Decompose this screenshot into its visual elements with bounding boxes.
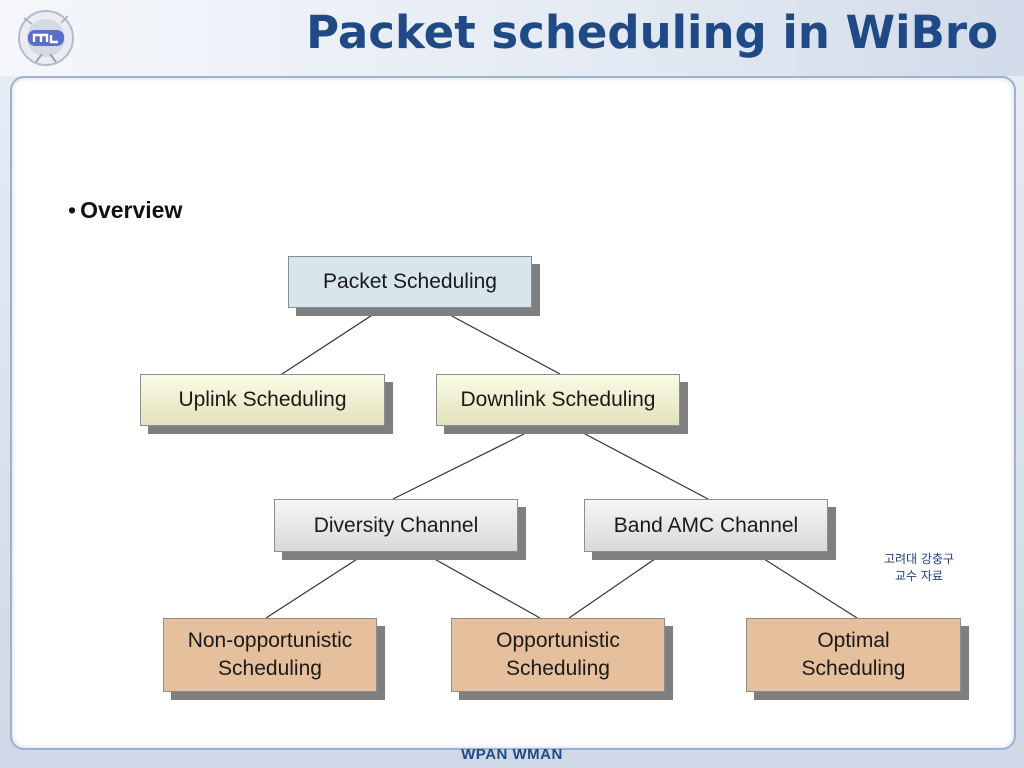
- source-note-line1: 고려대 강충구: [883, 552, 955, 566]
- edge-downlink-diversity: [392, 425, 541, 500]
- edge-bandamc-opp: [568, 551, 666, 619]
- node-label: Uplink Scheduling: [178, 388, 347, 411]
- node-label-line1: Opportunistic: [496, 629, 620, 652]
- edge-root-downlink: [436, 307, 561, 375]
- node-band-amc-channel: Band AMC Channel: [584, 499, 828, 552]
- node-label-line2: Scheduling: [218, 657, 322, 680]
- bullet-overview: •Overview: [68, 197, 182, 224]
- bullet-text: Overview: [80, 197, 183, 223]
- bullet-dot: •: [68, 197, 77, 223]
- title-bar: Packet scheduling in WiBro: [0, 0, 1024, 76]
- node-packet-scheduling: Packet Scheduling: [288, 256, 532, 308]
- node-label: Downlink Scheduling: [460, 388, 656, 411]
- node-label-line2: Scheduling: [506, 657, 610, 680]
- node-label: Packet Scheduling: [323, 270, 497, 293]
- node-downlink-scheduling: Downlink Scheduling: [436, 374, 680, 426]
- edge-diversity-opp: [421, 551, 541, 619]
- node-label-line2: Scheduling: [801, 657, 906, 680]
- edge-bandamc-optimal: [752, 551, 858, 619]
- edge-downlink-band-amc: [569, 425, 709, 500]
- node-label-line1: Optimal: [817, 629, 890, 652]
- slide-title: Packet scheduling in WiBro: [306, 6, 998, 59]
- node-uplink-scheduling: Uplink Scheduling: [140, 374, 385, 426]
- node-non-opportunistic-scheduling: Non-opportunistic Scheduling: [163, 618, 377, 692]
- logo-icon: [18, 10, 74, 66]
- node-diversity-channel: Diversity Channel: [274, 499, 518, 552]
- node-label: Band AMC Channel: [613, 513, 799, 537]
- footer-text: WPAN WMAN: [461, 746, 563, 763]
- node-label: Diversity Channel: [313, 513, 479, 537]
- edge-root-uplink: [281, 307, 384, 375]
- node-label-line1: Non-opportunistic: [187, 629, 353, 652]
- node-opportunistic-scheduling: Opportunistic Scheduling: [451, 618, 665, 692]
- source-note-line2: 교수 자료: [895, 569, 943, 583]
- source-note: 고려대 강충구 교수 자료: [866, 551, 972, 585]
- node-optimal-scheduling: Optimal Scheduling: [746, 618, 961, 692]
- edge-diversity-nonopp: [265, 551, 369, 619]
